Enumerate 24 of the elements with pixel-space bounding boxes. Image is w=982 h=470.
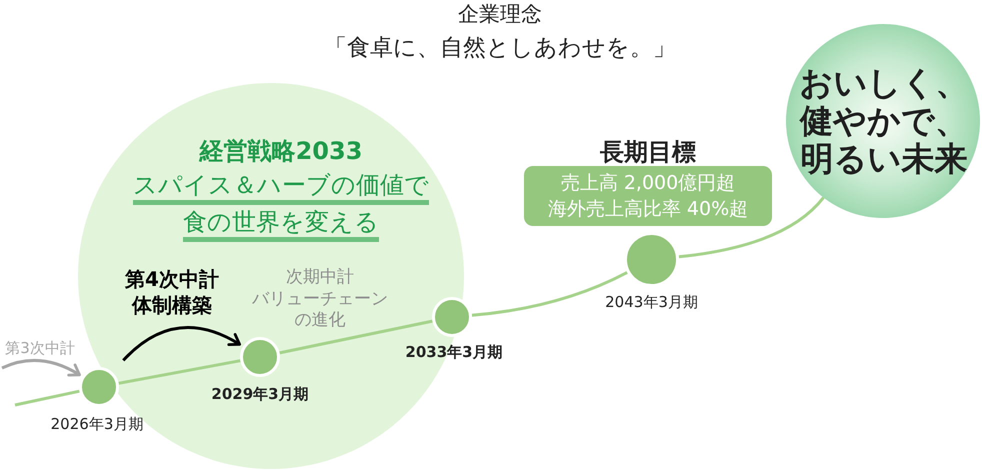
title: 企業理念	[457, 2, 543, 26]
date-label: 2026年3月期	[50, 414, 144, 434]
vision-text: おいしく、健やかで、明るい未来	[799, 64, 969, 178]
timeline-line	[14, 390, 80, 406]
goal-text: 売上高 2,000億円超	[560, 171, 736, 196]
philosophy-text: 「食卓に、自然としあわせを。」	[323, 34, 677, 62]
milestone-dot	[240, 337, 280, 377]
date-label: 2043年3月期	[604, 292, 699, 312]
edge-label: 第4次中計体制構築	[124, 266, 220, 318]
date-label: 2029年3月期	[210, 384, 310, 404]
timeline-line	[118, 359, 241, 385]
strategy-text: スパイス＆ハーブの価値で食の世界を変える	[132, 170, 430, 238]
arrow	[122, 326, 241, 362]
arrow	[1, 358, 81, 377]
timeline-line	[279, 320, 433, 354]
goal-heading: 長期目標	[599, 137, 697, 167]
timeline-line	[472, 271, 628, 317]
plan-text: バリューチェーンの進化	[251, 289, 389, 331]
strategy-heading: 経営戦略2033	[198, 136, 364, 166]
plan-heading: 次期中計	[285, 267, 355, 288]
edge-label: 第3次中計	[4, 338, 76, 358]
timeline-line	[678, 196, 825, 258]
goal-text: 海外売上高比率 40%超	[546, 197, 750, 222]
date-label: 2033年3月期	[404, 342, 504, 362]
